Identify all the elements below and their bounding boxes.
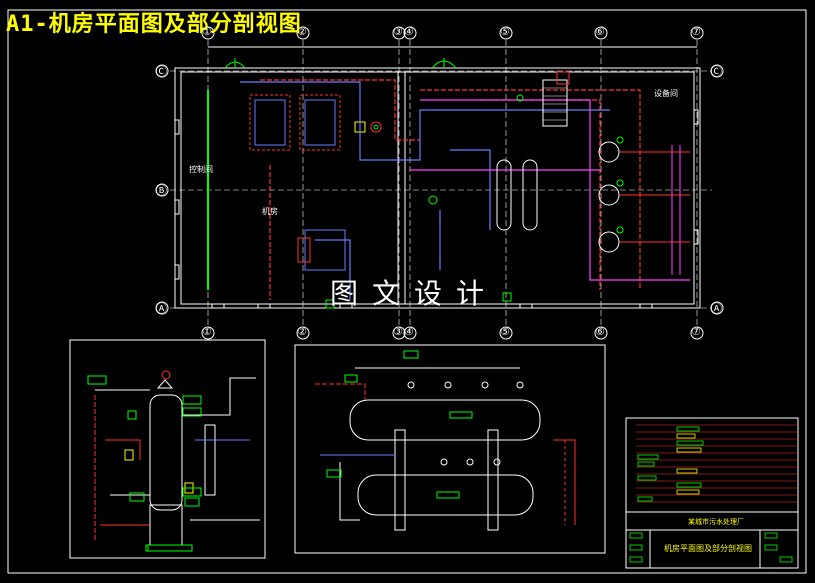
grid-bottom-5: ⑤: [500, 325, 510, 338]
vessel-a: [496, 159, 512, 231]
grid-top-4: ④: [404, 25, 414, 38]
grid-bottom-2: ②: [297, 325, 307, 338]
grid-bottom-1: ①: [202, 325, 212, 338]
grid-left-b: Ⓑ: [156, 184, 167, 197]
grid-right-c: Ⓒ: [711, 65, 722, 78]
grid-top-5: ⑤: [500, 25, 510, 38]
plan-inner-wall: [180, 71, 695, 305]
grid-bottom-4: ④: [404, 325, 414, 338]
floor-plan: [170, 40, 712, 330]
grid-bottom-7: ⑦: [691, 325, 701, 338]
grid-top-1: ①: [202, 25, 212, 38]
grid-left-c: Ⓒ: [156, 65, 167, 78]
title-block: [625, 417, 799, 569]
grid-top-6: ⑥: [595, 25, 605, 38]
grid-left-a: Ⓐ: [156, 302, 167, 315]
drawing-frame: [7, 9, 807, 574]
left-section-view: [69, 339, 266, 559]
plan-outer-wall: [174, 67, 701, 309]
drawing-title: A1-机房平面图及部分剖视图: [6, 12, 302, 37]
grid-top-3: ③: [393, 25, 403, 38]
horizontal-tank-lower: [357, 474, 534, 516]
equipment-room-label: 设备间: [654, 89, 678, 98]
grid-right-a: Ⓐ: [711, 302, 722, 315]
grid-bottom-3: ③: [393, 325, 403, 338]
control-room-label: 控制间: [189, 165, 213, 174]
grid-top-7: ⑦: [691, 25, 701, 38]
title-block-drawing-name: 机房平面图及部分剖视图: [664, 544, 752, 553]
grid-bubbles: [155, 26, 724, 340]
vessel-b: [522, 159, 538, 231]
middle-section-view: [294, 344, 606, 554]
watermark-text: 图文设计: [330, 277, 499, 310]
tank-2: [304, 99, 336, 146]
grid-top-2: ②: [297, 25, 307, 38]
grid-bottom-6: ⑥: [595, 325, 605, 338]
title-block-company: 某城市污水处理厂: [688, 518, 744, 526]
horizontal-tank-upper: [349, 399, 541, 441]
tank-1: [254, 99, 286, 146]
machine-room-label: 机房: [262, 207, 278, 216]
